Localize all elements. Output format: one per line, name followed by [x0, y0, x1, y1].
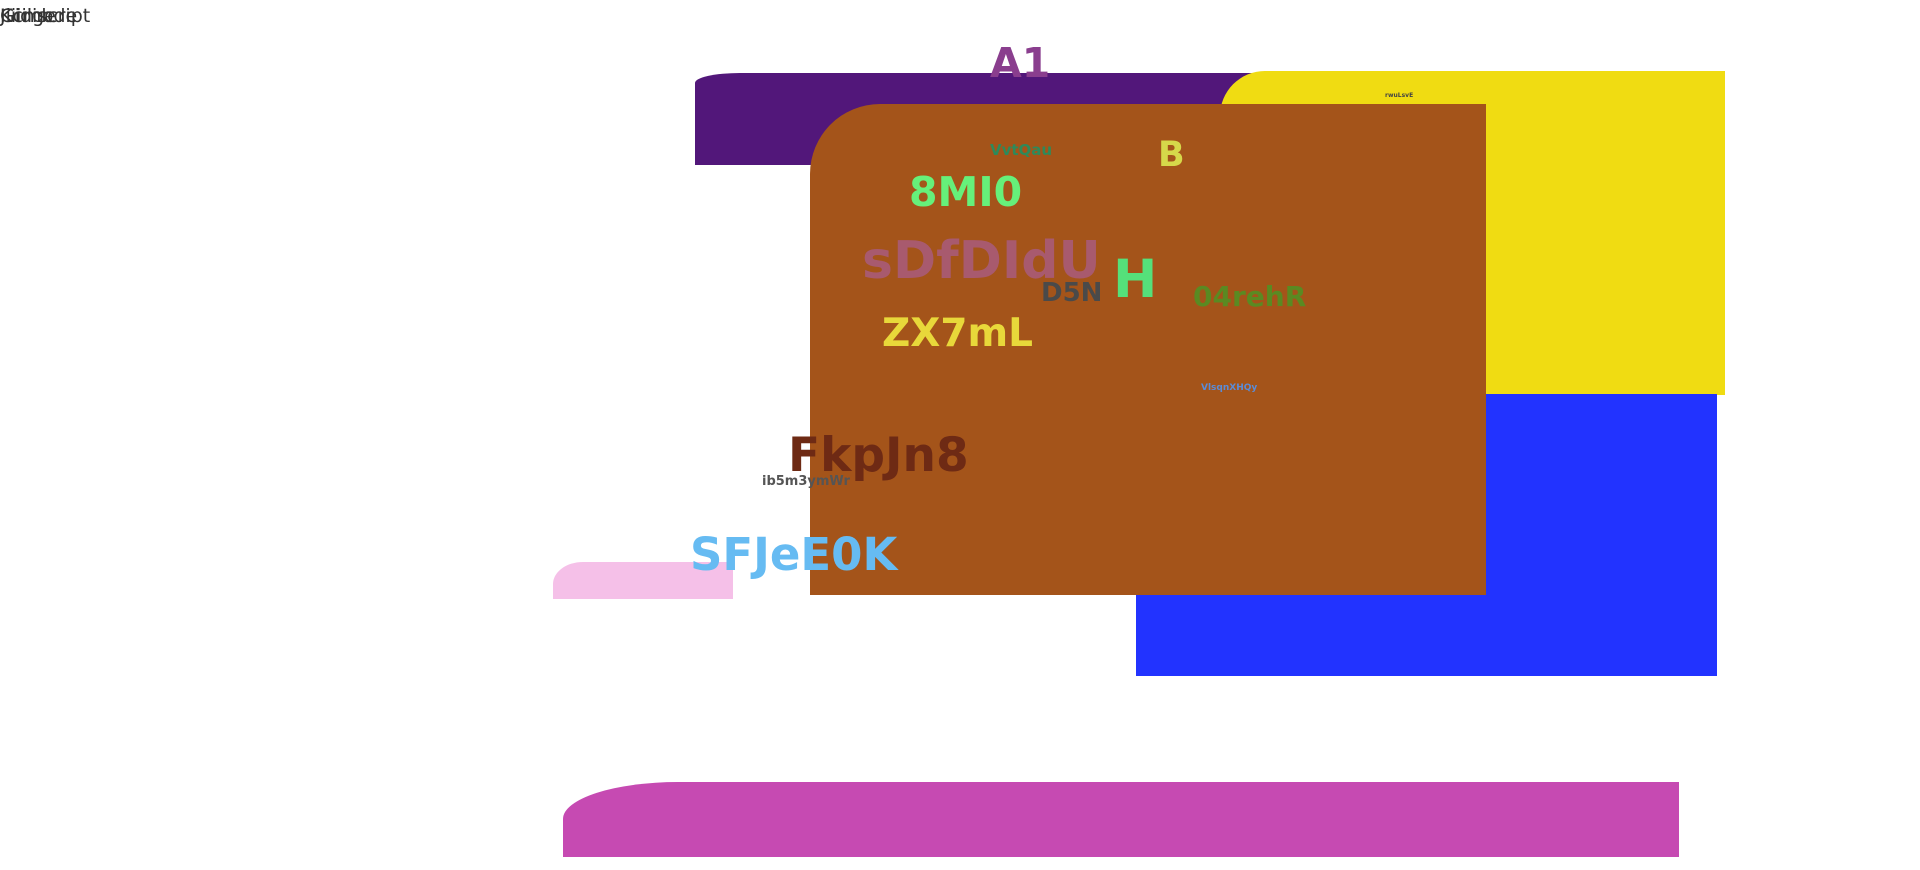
label-yellow-tiny: rwuLsvE — [1385, 92, 1414, 99]
corner-label-1: Jiiiiiiscript — [0, 5, 91, 27]
label-h: H — [1113, 249, 1158, 310]
orange-panel — [810, 104, 1486, 595]
corner-label-2: Kcmbde — [0, 5, 78, 27]
label-ib5m3ymwr: ib5m3ymWr — [762, 474, 850, 489]
label-sfjee0k: SFJeE0K — [690, 528, 898, 581]
pink-small-block — [553, 562, 733, 599]
label-vlsqnxhqy: VlsqnXHQy — [1201, 383, 1258, 393]
magenta-bar — [563, 782, 1679, 857]
label-zx7ml: ZX7mL — [882, 311, 1033, 356]
label-vvtqau: VvtQau — [990, 141, 1053, 159]
corner-label-3: Gidge — [0, 5, 56, 27]
label-fkpjn8: FkpJn8 — [788, 428, 969, 483]
label-d5n: D5N — [1041, 278, 1103, 308]
label-b: B — [1158, 135, 1185, 175]
label-8mi0: 8MI0 — [909, 168, 1023, 216]
label-sdfdldu: sDfDIdU — [862, 231, 1101, 291]
label-a1: A1 — [990, 39, 1051, 87]
label-04rehr: 04rehR — [1193, 280, 1307, 313]
